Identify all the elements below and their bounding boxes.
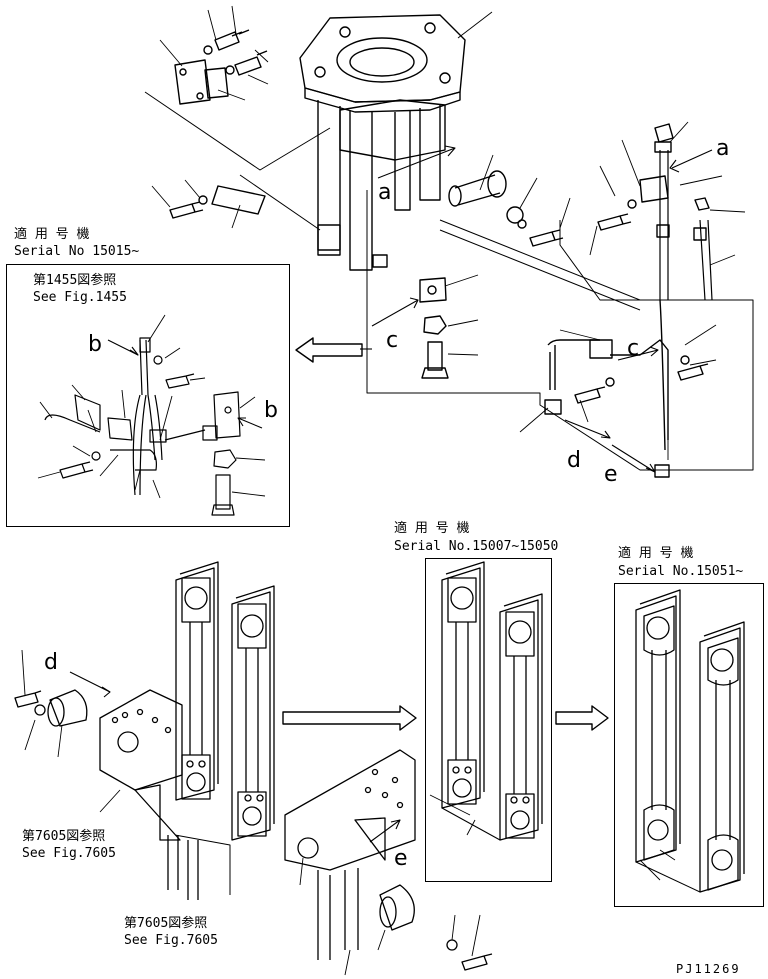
column-frame-assembly [144,14,754,478]
link-plate-assembly [14,561,493,971]
subview-box [6,264,290,527]
drawing-id: PJ11269 [676,962,741,976]
arrow-to-subview [295,337,363,363]
hollow-arrows-bottom [282,705,609,731]
serial-note-middle-jp: 適 用 号 機 [394,521,470,536]
callout-arrows-top [360,145,713,473]
right-variant-box [614,583,764,907]
callout-c-right: c [627,336,640,361]
serial-note-left-jp: 適 用 号 機 [14,227,90,242]
middle-variant-box [425,558,552,882]
callout-e-top: e [604,462,618,487]
callout-e-bottom: e [394,846,408,871]
serial-note-right-en: Serial No.15051~ [618,564,744,579]
leader-lines-subview [37,314,266,499]
callout-d-top: d [567,448,581,473]
callout-a-right: a [716,136,730,161]
callout-c-main: c [386,328,399,353]
fig-ref-7605b-jp: 第7605図参照 [124,916,208,931]
callout-b-left: b [88,332,102,357]
serial-note-left-en: Serial No 15015~ [14,244,140,259]
callout-b-right: b [264,398,278,423]
link-plate-variant-middle [441,561,543,841]
callout-arrows-bottom [69,671,401,843]
serial-note-right-jp: 適 用 号 機 [618,546,694,561]
leader-lines-bottom [21,649,676,976]
callout-a-main: a [378,180,392,205]
fig-ref-1455-jp: 第1455図参照 [33,273,117,288]
subview-detail [44,337,241,516]
serial-note-middle-en: Serial No.15007~15050 [394,539,559,554]
leader-lines-top [151,5,746,460]
fig-ref-7605a-en: See Fig.7605 [22,846,116,861]
fig-ref-1455-en: See Fig.1455 [33,290,127,305]
subview-arrows [107,339,263,429]
fig-ref-7605b-en: See Fig.7605 [124,933,218,948]
link-plate-variant-right [635,589,745,893]
callout-d-bottom: d [44,650,58,675]
fig-ref-7605a-jp: 第7605図参照 [22,829,106,844]
